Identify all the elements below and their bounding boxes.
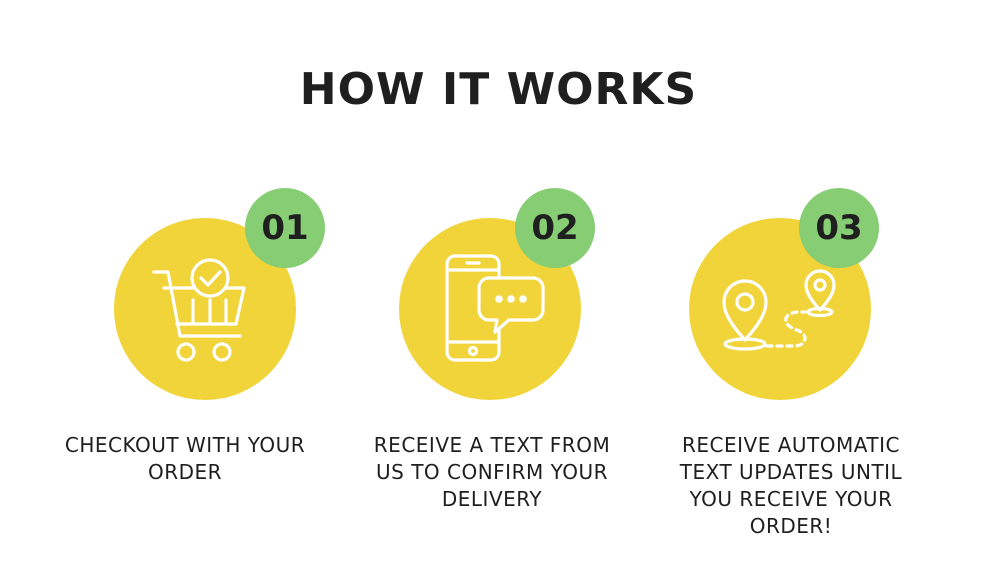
map-route-pins-icon	[722, 269, 836, 351]
step-2-number-badge: 02	[515, 188, 595, 268]
step-3: 03 RECEIVE AUTOMATIC TEXT UPDATES UNTIL …	[661, 0, 921, 579]
step-1-description: CHECKOUT WITH YOUR ORDER	[64, 433, 306, 484]
phone-chat-icon	[445, 254, 545, 362]
step-1: 01 CHECKOUT WITH YOUR ORDER	[55, 0, 325, 579]
step-3-description: RECEIVE AUTOMATIC TEXT UPDATES UNTIL YOU…	[679, 433, 903, 538]
shopping-cart-check-icon	[152, 258, 246, 362]
step-2: 02 RECEIVE A TEXT FROM US TO CONFIRM YOU…	[362, 0, 622, 579]
step-1-number-badge: 01	[245, 188, 325, 268]
step-2-description: RECEIVE A TEXT FROM US TO CONFIRM YOUR D…	[373, 433, 611, 511]
page-title: HOW IT WORKS	[299, 64, 698, 115]
step-3-number-badge: 03	[799, 188, 879, 268]
